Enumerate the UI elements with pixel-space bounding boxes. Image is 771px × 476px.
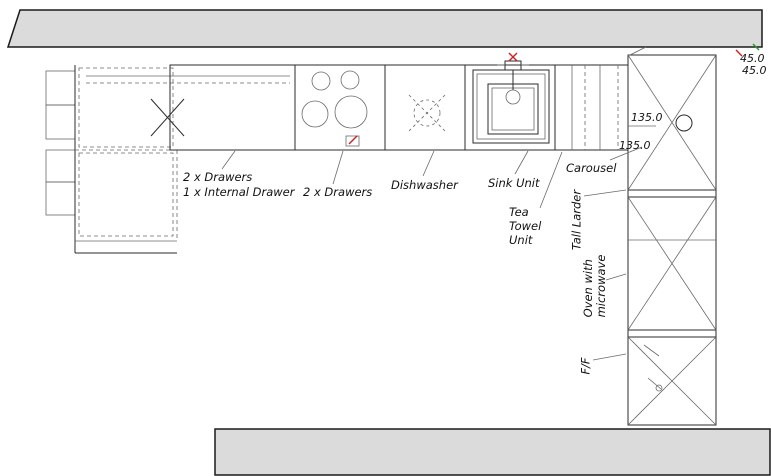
left-island-unit: [74, 65, 178, 254]
top-wall: [6, 9, 763, 48]
label-tea-towel-line1: Tea: [509, 205, 529, 219]
dimension-135-lower: 135.0: [619, 139, 651, 152]
label-island-drawers-line1: 2 x Drawers: [183, 170, 253, 184]
fridge-freezer-marks: [643, 344, 663, 392]
dimension-ticks: [628, 43, 760, 127]
label-fridge-freezer: F/F: [578, 357, 593, 375]
label-island-drawers: 2 x Drawers 1 x Internal Drawer: [183, 170, 294, 200]
label-island-drawers-line2: 1 x Internal Drawer: [183, 185, 295, 199]
tall-units-cross-bracing: [627, 54, 717, 426]
dishwasher-symbol: [408, 94, 446, 132]
label-oven-line2: microwave: [594, 254, 608, 318]
label-tall-larder: Tall Larder: [569, 189, 584, 251]
hob-service-mark: [348, 135, 358, 145]
dimension-45-top: 45.0: [740, 52, 765, 65]
hob-symbol: [301, 70, 368, 147]
left-wall-cabinets: [45, 70, 76, 216]
base-units-run: [169, 64, 629, 151]
sink-service-mark: [508, 52, 518, 62]
dimension-135-upper: 135.0: [631, 111, 663, 124]
label-tea-towel-unit: Tea Towel Unit: [509, 205, 541, 247]
label-sink-unit: Sink Unit: [488, 176, 540, 190]
carousel-pivot-circle: [675, 114, 693, 132]
sink-symbol: [472, 60, 550, 144]
wall-shelf-line: [86, 75, 290, 84]
leader-lines: [221, 146, 643, 361]
label-oven-microwave: Oven with microwave: [581, 254, 608, 318]
dimension-45-bottom: 45.0: [742, 64, 767, 77]
bottom-wall: [214, 428, 771, 476]
label-carousel: Carousel: [566, 161, 617, 175]
removed-unit-x-mark: [150, 98, 185, 137]
label-tea-towel-line3: Unit: [509, 233, 533, 247]
label-tea-towel-line2: Towel: [509, 219, 542, 233]
tall-units-column: [627, 46, 717, 426]
label-dishwasher: Dishwasher: [391, 178, 458, 192]
label-hob-drawers: 2 x Drawers: [303, 185, 373, 199]
